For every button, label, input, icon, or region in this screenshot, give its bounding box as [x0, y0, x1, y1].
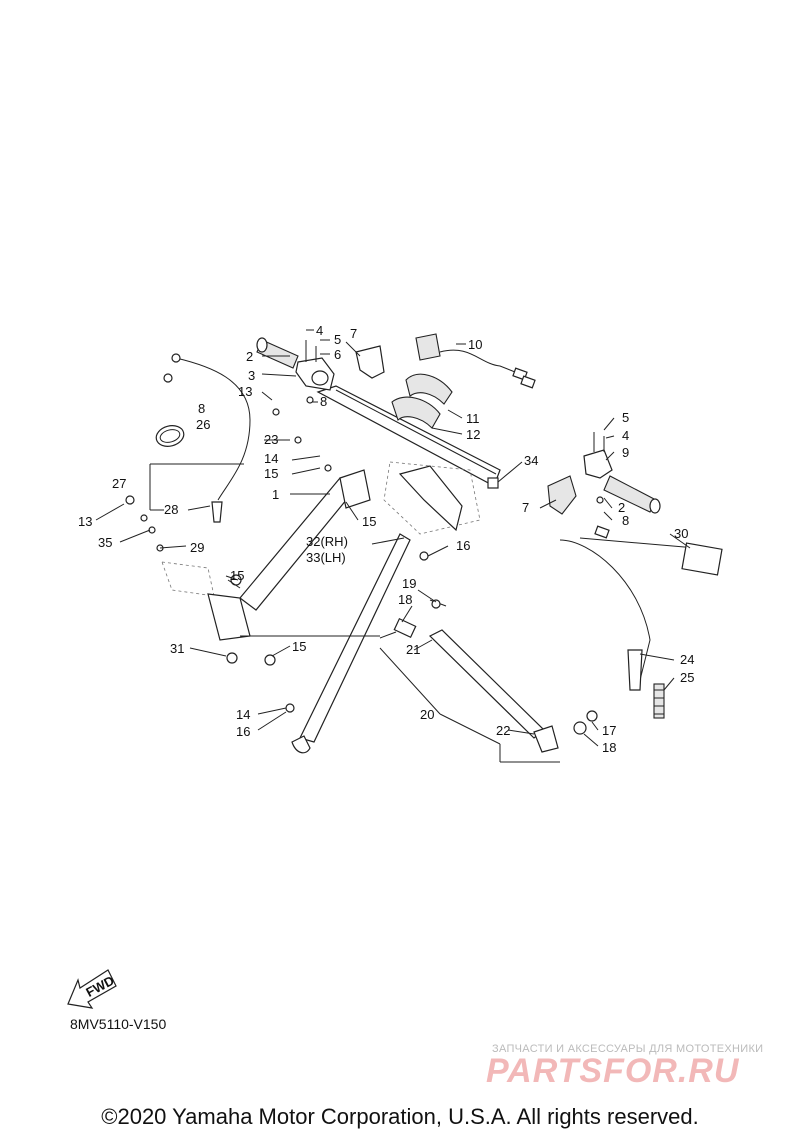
spring: [653, 683, 665, 719]
callout-10: 10: [468, 337, 482, 352]
callout-27: 27: [112, 476, 126, 491]
callout-4-right: 4: [622, 428, 629, 443]
callout-20: 20: [420, 707, 434, 722]
callout-8: 8: [320, 394, 327, 409]
callout-2: 2: [246, 349, 253, 364]
callout-7: 7: [350, 326, 357, 341]
callout-4: 4: [316, 323, 323, 338]
callout-15-bracket: 15: [362, 514, 376, 529]
callout-14-upper: 14: [264, 451, 278, 466]
callout-16-lower: 16: [236, 724, 250, 739]
callout-12: 12: [466, 427, 480, 442]
tie-rod: [393, 599, 598, 753]
right-housing: [583, 432, 613, 479]
callout-16-upper: 16: [456, 538, 470, 553]
right-lever-guard: [547, 475, 577, 515]
callout-23: 23: [264, 432, 278, 447]
callout-11: 11: [466, 411, 480, 426]
callout-14-lower: 14: [236, 707, 250, 722]
callout-35: 35: [98, 535, 112, 550]
watermark-logo: PARTSFOR.RU: [486, 1052, 740, 1090]
fasteners: [125, 396, 604, 713]
callout-21: 21: [406, 642, 420, 657]
support-bracket: [398, 465, 463, 532]
callout-34: 34: [524, 453, 538, 468]
callout-33: 33(LH): [306, 550, 346, 565]
callout-7-right: 7: [522, 500, 529, 515]
heater-switch: [415, 333, 536, 389]
callout-labels: 1 2 3 4 5 6 7 8 10 11 12 13 23 14 15 15 …: [78, 323, 694, 755]
callout-18-upper: 18: [398, 592, 412, 607]
callout-9: 9: [622, 445, 629, 460]
callout-2-right: 2: [618, 500, 625, 515]
callout-5-right: 5: [622, 410, 629, 425]
callout-6: 6: [334, 347, 341, 362]
callout-13-lower: 13: [78, 514, 92, 529]
watermark-tagline: ЗАПЧАСТИ И АКСЕССУАРЫ ДЛЯ МОТОТЕХНИКИ: [492, 1043, 764, 1055]
callout-8-right: 8: [622, 513, 629, 528]
callout-32: 32(RH): [306, 534, 348, 549]
callout-25: 25: [680, 670, 694, 685]
callout-15-upper: 15: [264, 466, 278, 481]
callout-3: 3: [248, 368, 255, 383]
left-cable: [163, 353, 251, 523]
callout-26: 26: [196, 417, 210, 432]
callout-17: 17: [602, 723, 616, 738]
leader-lines: [95, 329, 691, 763]
callout-24: 24: [680, 652, 694, 667]
diagram-code: 8MV5110-V150: [70, 1016, 167, 1032]
cable-ring: [155, 425, 185, 447]
left-grip-cover: [355, 345, 385, 379]
callout-19: 19: [402, 576, 416, 591]
callout-13-upper: 13: [238, 384, 252, 399]
right-cable: [559, 525, 723, 691]
callout-29: 29: [190, 540, 204, 555]
copyright-notice: ©2020 Yamaha Motor Corporation, U.S.A. A…: [101, 1104, 699, 1129]
callout-28: 28: [164, 502, 178, 517]
callout-22: 22: [496, 723, 510, 738]
fwd-arrow-icon: FWD: [67, 969, 117, 1009]
callout-8-left: 8: [198, 401, 205, 416]
callout-1: 1: [272, 487, 279, 502]
left-grip: [256, 337, 299, 369]
callout-5: 5: [334, 332, 341, 347]
callout-30: 30: [674, 526, 688, 541]
callout-18-lower: 18: [602, 740, 616, 755]
callout-31: 31: [170, 641, 184, 656]
left-throttle-housing: [295, 340, 335, 391]
column-upper-bracket: [339, 469, 371, 509]
grip-warmer-11: [405, 373, 453, 405]
callout-15-left: 15: [230, 568, 244, 583]
bar-end-cap: [487, 477, 499, 489]
right-grip: [603, 475, 661, 514]
callout-15-lower: 15: [292, 639, 306, 654]
